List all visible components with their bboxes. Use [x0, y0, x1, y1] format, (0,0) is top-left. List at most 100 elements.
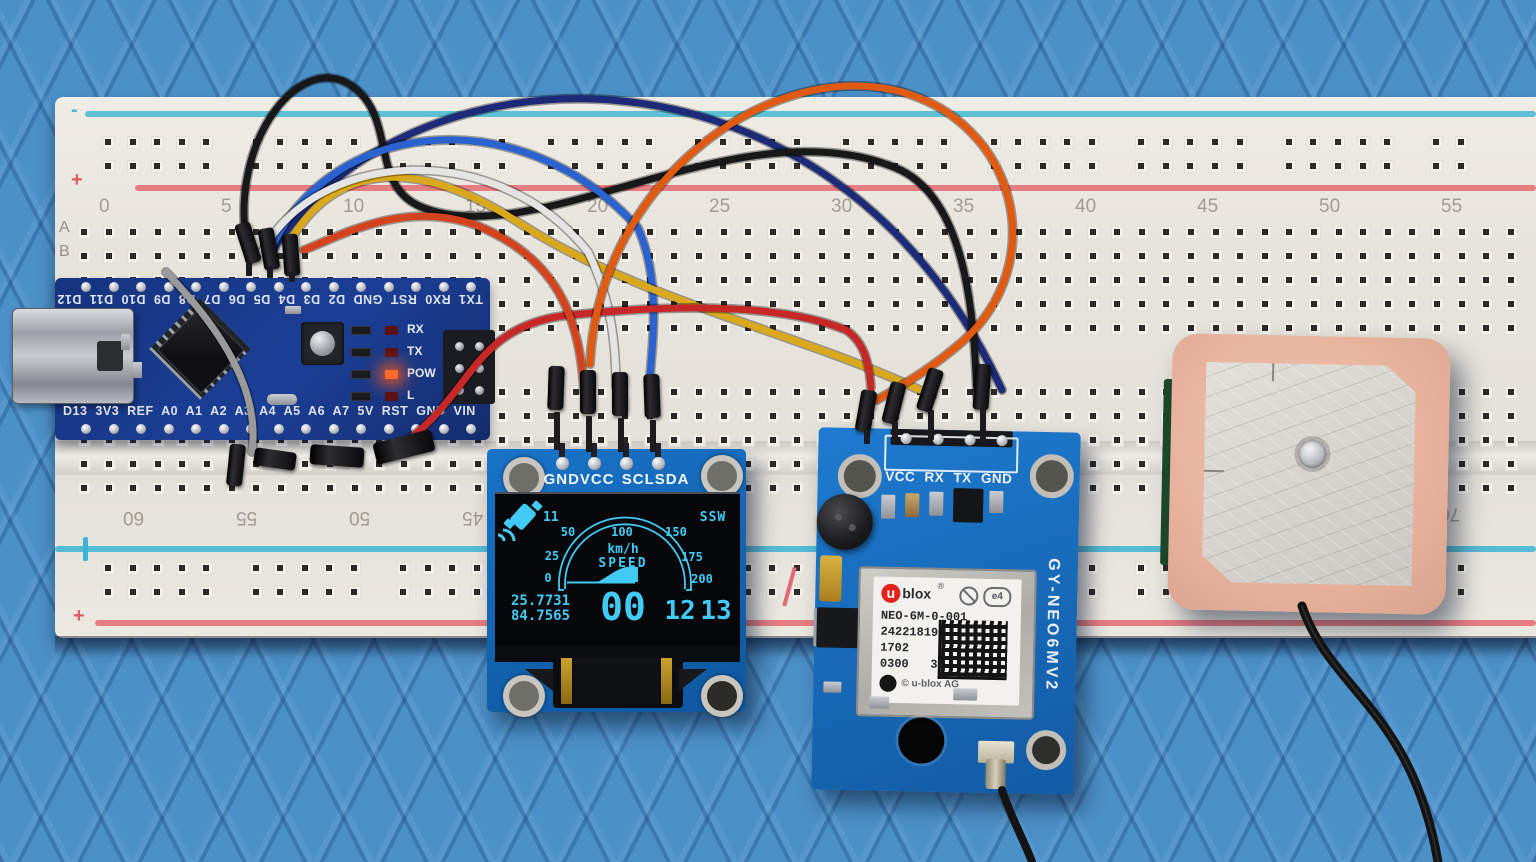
breadboard-hole	[791, 458, 805, 471]
breadboard-rail-hole	[1061, 136, 1075, 149]
breadboard-hole	[1455, 386, 1469, 399]
breadboard-hole	[496, 410, 510, 423]
breadboard-hole	[373, 226, 387, 239]
breadboard-hole	[889, 410, 903, 423]
ublox-label: u blox ® e4 NEO-6M-0-001 24221819155 170…	[871, 576, 1022, 706]
breadboard-hole	[520, 298, 534, 311]
gauge-tick-0: 0	[544, 571, 551, 585]
breadboard-hole	[1111, 482, 1125, 495]
top-rail-blue-line	[85, 111, 1536, 117]
breadboard-hole	[545, 250, 559, 263]
breadboard-rail-hole	[1430, 136, 1444, 149]
breadboard-hole	[545, 410, 559, 423]
breadboard-hole	[816, 274, 829, 287]
breadboard-hole	[693, 434, 706, 447]
breadboard-hole	[520, 410, 534, 423]
breadboard-hole	[397, 458, 411, 471]
gps-mounting-hole	[1029, 453, 1075, 499]
breadboard-hole	[1283, 322, 1297, 335]
gauge-tick-175: 175	[681, 550, 703, 564]
breadboard-hole	[1086, 274, 1100, 287]
breadboard-hole	[643, 274, 657, 287]
breadboard-hole	[816, 410, 829, 423]
breadboard-hole	[816, 386, 829, 399]
gauge-tick-25: 25	[545, 549, 559, 563]
breadboard-hole	[1283, 226, 1297, 239]
breadboard-hole	[619, 298, 633, 311]
breadboard-hole	[1480, 298, 1494, 311]
breadboard-hole	[914, 410, 928, 423]
breadboard-hole	[447, 226, 460, 239]
breadboard-rail-hole	[938, 160, 952, 173]
breadboard-hole	[176, 482, 190, 495]
breadboard-rail-hole	[175, 562, 189, 575]
breadboard-hole	[1455, 226, 1469, 239]
breadboard-hole	[1431, 298, 1444, 311]
breadboard-hole	[422, 458, 436, 471]
breadboard-hole	[225, 482, 239, 495]
breadboard-rail-hole	[495, 136, 509, 149]
breadboard-rail-hole	[1332, 136, 1345, 149]
breadboard-hole	[570, 298, 583, 311]
breadboard-hole	[102, 250, 116, 263]
breadboard-hole	[1258, 250, 1272, 263]
time-minute: 13	[700, 596, 731, 626]
breadboard-hole	[840, 386, 854, 399]
breadboard-hole	[717, 274, 731, 287]
breadboard-number: 45	[1197, 196, 1219, 217]
oled-pin-labels: GNDVCC SCLSDA	[543, 471, 690, 488]
breadboard-hole	[766, 322, 780, 335]
breadboard-hole	[939, 274, 952, 287]
breadboard-rail-hole	[1332, 160, 1345, 173]
breadboard-hole	[1062, 226, 1075, 239]
top-rail-plus-mark: +	[71, 169, 83, 191]
gps-antenna	[1160, 333, 1451, 615]
pin-solder-joint	[273, 424, 284, 434]
smd-resistor	[351, 370, 371, 379]
breadboard-rail-hole	[790, 136, 804, 149]
breadboard-hole	[693, 298, 706, 311]
breadboard-hole	[693, 250, 706, 263]
breadboard-hole	[1135, 226, 1149, 239]
breadboard-hole	[865, 274, 879, 287]
breadboard-hole	[447, 458, 460, 471]
antenna-tuning-notch	[1204, 469, 1225, 473]
gps-module: VCC RX TX GND u blox ® e4 NEO-6M-0-001 2…	[782, 427, 1081, 795]
led-label-rx: RX	[407, 322, 424, 336]
breadboard-hole	[840, 322, 854, 335]
breadboard-hole	[545, 274, 559, 287]
breadboard-hole	[1504, 458, 1518, 471]
breadboard-hole	[742, 386, 756, 399]
breadboard-rail-hole	[1282, 136, 1296, 149]
pin-solder-joint	[466, 282, 476, 292]
gauge-tick-150: 150	[665, 525, 687, 539]
breadboard-hole	[1431, 226, 1444, 239]
breadboard-hole	[840, 274, 854, 287]
breadboard-hole	[1012, 322, 1026, 335]
breadboard-rail-hole	[1135, 586, 1149, 599]
breadboard-rail-hole	[913, 136, 927, 149]
breadboard-hole	[1086, 250, 1100, 263]
gps-mounting-hole	[1025, 729, 1067, 771]
ublox-logo-icon: u	[881, 583, 901, 604]
yellow-capacitor	[819, 555, 843, 602]
pin-solder-joint	[356, 424, 366, 434]
breadboard-hole	[299, 482, 313, 495]
breadboard-hole	[250, 482, 264, 495]
breadboard-hole	[1480, 434, 1494, 447]
breadboard-rail-hole	[397, 586, 411, 599]
breadboard-rail-hole	[643, 160, 657, 173]
breadboard-hole	[1455, 458, 1469, 471]
breadboard-hole	[1258, 298, 1272, 311]
mini-usb-connector	[12, 308, 134, 404]
breadboard-rail-hole	[1209, 160, 1222, 173]
pin-solder-joint	[191, 282, 201, 292]
breadboard-hole	[594, 322, 608, 335]
breadboard-rail-hole	[1307, 160, 1321, 173]
breadboard-rail-hole	[1282, 160, 1296, 173]
breadboard-number: 20	[587, 196, 609, 217]
breadboard-rail-hole	[274, 586, 288, 599]
breadboard-rail-hole	[421, 136, 435, 149]
breadboard-hole	[643, 298, 657, 311]
breadboard-rail-hole	[298, 562, 312, 575]
